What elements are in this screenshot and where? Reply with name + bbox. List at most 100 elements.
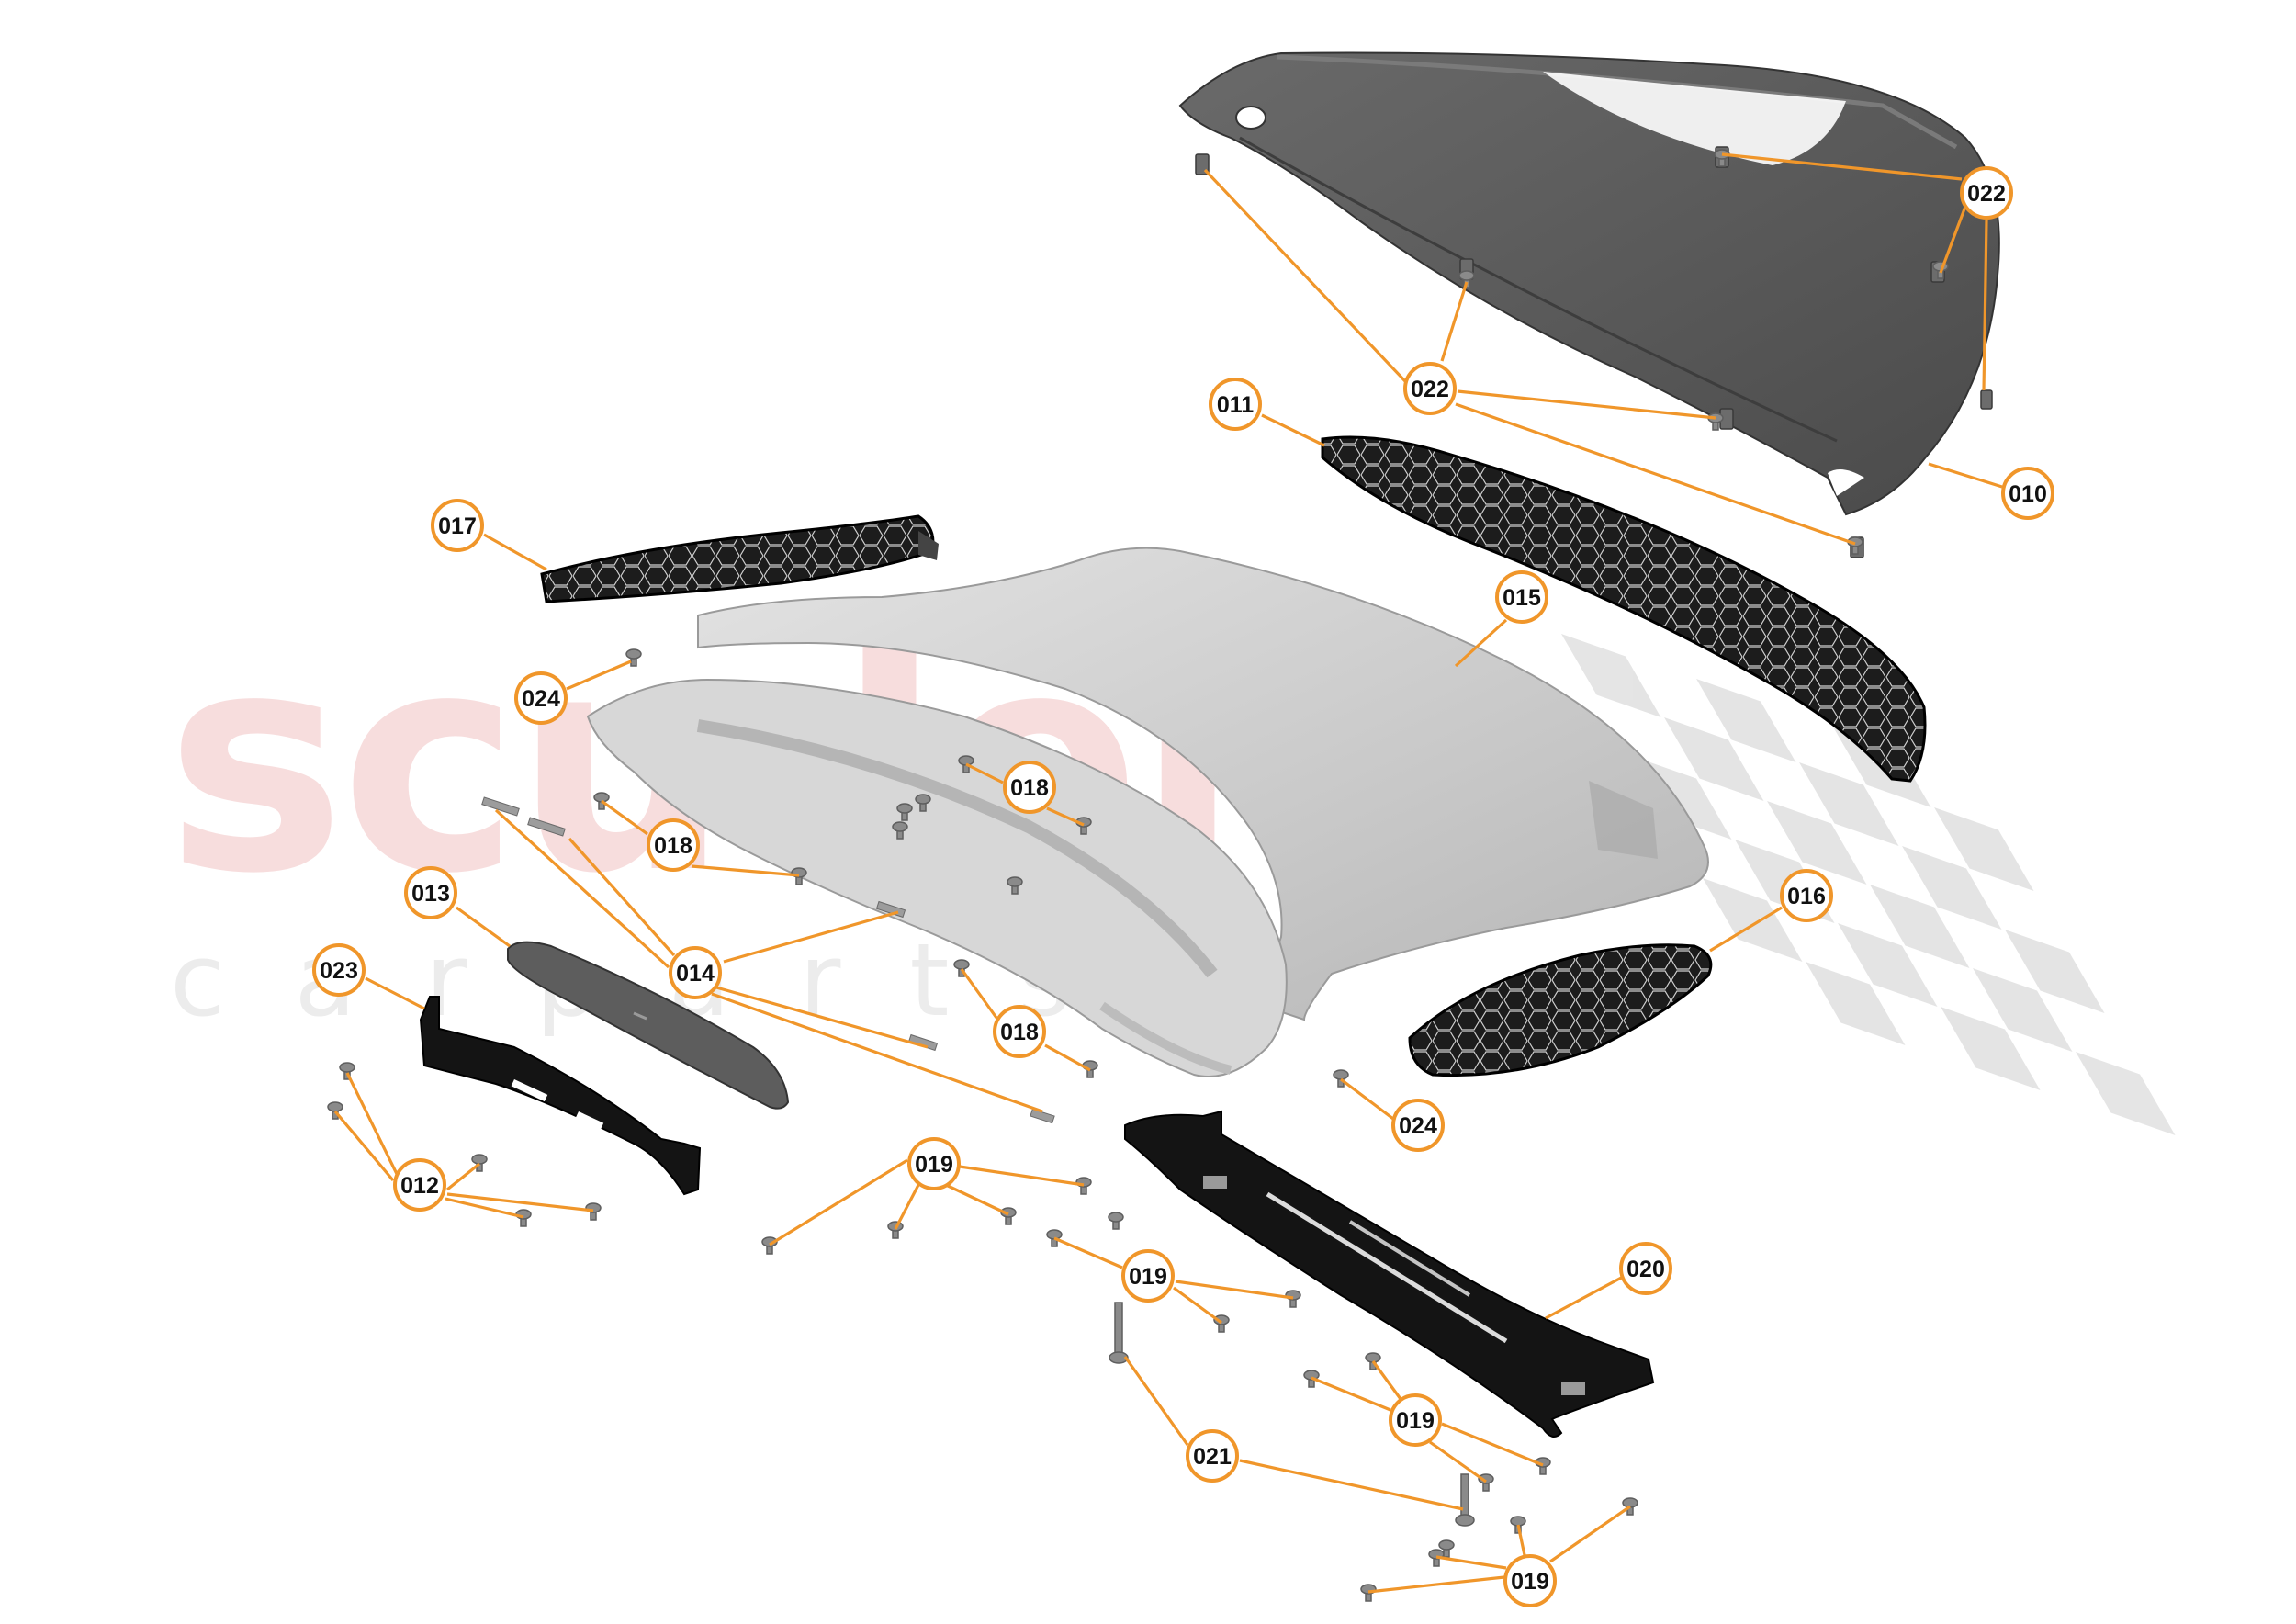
callout-label: 012 (400, 1173, 439, 1199)
bolt-icon (625, 648, 642, 667)
callout-021: 021 (1186, 1429, 1239, 1483)
callout-019: 019 (1503, 1554, 1557, 1607)
callout-circle (1780, 869, 1833, 922)
callout-022: 022 (1403, 362, 1457, 415)
checker-tile (1934, 807, 2034, 891)
callout-circle (1389, 1393, 1442, 1447)
bolt-icon (1847, 536, 1863, 555)
callout-circle (431, 499, 484, 552)
checker-tile (1902, 846, 2002, 930)
callout-label: 016 (1787, 884, 1826, 909)
checker-tile (1870, 885, 1970, 968)
callout-circle (1495, 570, 1548, 624)
callout-circle (1391, 1099, 1445, 1152)
callout-label: 019 (915, 1152, 953, 1178)
callout-circle (404, 866, 457, 919)
checker-tile (1664, 717, 1764, 801)
callout-017: 017 (431, 499, 484, 552)
callout-label: 022 (1411, 377, 1449, 402)
callout-circle (312, 943, 366, 997)
callout-bubbles: 022 022 011 010 017 015 024 018 018 013 016 023 014 0… (312, 166, 2054, 1607)
bolt-icon (1075, 1177, 1092, 1195)
callout-circle (993, 1005, 1046, 1058)
callout-label: 019 (1396, 1408, 1435, 1434)
long-bolt-icon (1109, 1302, 1129, 1364)
clip-icon (1030, 1108, 1055, 1124)
callout-011: 011 (1209, 378, 1262, 431)
callout-circle (1121, 1249, 1175, 1303)
part-lower-grille-mesh (1321, 435, 1927, 783)
callout-label: 019 (1511, 1569, 1549, 1595)
callout-circle (669, 946, 722, 999)
bolt-icon (915, 794, 931, 812)
callout-circle (1003, 761, 1056, 814)
bolt-icon (887, 1221, 904, 1239)
callout-circle (1960, 166, 2013, 220)
callout-015: 015 (1495, 570, 1548, 624)
callout-circle (647, 818, 700, 872)
callout-014: 014 (669, 946, 722, 999)
callout-label: 019 (1129, 1264, 1167, 1290)
bolt-icon (515, 1209, 532, 1227)
checker-tile (1806, 962, 1906, 1045)
checker-tile (1941, 1007, 2041, 1090)
callout-016: 016 (1780, 869, 1833, 922)
bolt-icon (1303, 1370, 1320, 1388)
callout-circle (1619, 1242, 1672, 1295)
callout-label: 018 (1010, 775, 1049, 801)
callout-label: 020 (1626, 1257, 1665, 1282)
bolt-icon (593, 792, 610, 810)
callout-circle (514, 671, 568, 725)
part-left-bracket (419, 996, 702, 1196)
callout-label: 013 (411, 881, 450, 907)
checker-tile (1973, 968, 2073, 1052)
bolt-icon (892, 821, 908, 840)
callout-012: 012 (393, 1158, 446, 1212)
part-left-vent-grille (540, 514, 939, 603)
callout-label: 023 (320, 958, 358, 984)
callout-circle (1503, 1554, 1557, 1607)
checker-tile (1561, 634, 1661, 717)
checker-tile (1838, 923, 1938, 1007)
checker-tile (1703, 878, 1803, 962)
bolt-icon (1458, 270, 1475, 288)
callout-010: 010 (2001, 467, 2054, 520)
callout-018: 018 (993, 1005, 1046, 1058)
bolt-icon (1438, 1539, 1455, 1558)
clip-icon (481, 796, 520, 817)
checker-tile (2005, 930, 2105, 1013)
bolt-icon (1535, 1457, 1551, 1475)
part-side-trim-strip (507, 941, 790, 1110)
callout-label: 022 (1967, 181, 2006, 207)
checker-tile (1799, 762, 1899, 846)
callout-circle (2001, 467, 2054, 520)
checker-tile (2076, 1052, 2176, 1135)
callout-label: 017 (438, 513, 477, 539)
bolt-icon (761, 1236, 778, 1255)
bolt-icon (896, 803, 913, 821)
part-front-bumper-cover (697, 547, 1709, 1021)
callout-018: 018 (1003, 761, 1056, 814)
callout-circle (1403, 362, 1457, 415)
callout-label: 021 (1193, 1444, 1232, 1470)
bolt-icon (1108, 1212, 1124, 1230)
callout-circle (393, 1158, 446, 1212)
callout-leader-lines (333, 152, 2003, 1594)
bolt-icon (585, 1202, 602, 1221)
callout-label: 011 (1217, 392, 1254, 418)
callout-020: 020 (1619, 1242, 1672, 1295)
bolt-icon (1478, 1473, 1494, 1492)
callout-label: 024 (1399, 1113, 1437, 1139)
callout-circle (907, 1137, 961, 1190)
part-bumper-reinforcement (586, 678, 1288, 1077)
callout-label: 018 (654, 833, 692, 859)
callout-024: 024 (514, 671, 568, 725)
callout-019: 019 (1389, 1393, 1442, 1447)
bolt-icon (1007, 876, 1023, 895)
callout-label: 014 (676, 961, 715, 987)
callout-022: 022 (1960, 166, 2013, 220)
checker-watermark (1561, 634, 2176, 1135)
callout-label: 018 (1000, 1020, 1039, 1045)
bolt-icon (1213, 1314, 1230, 1333)
